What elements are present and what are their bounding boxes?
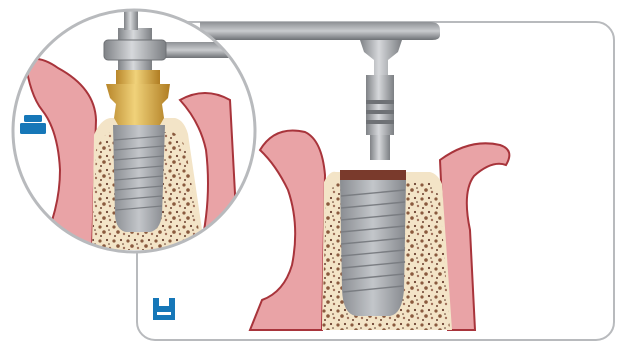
driver-arm [200,22,440,40]
